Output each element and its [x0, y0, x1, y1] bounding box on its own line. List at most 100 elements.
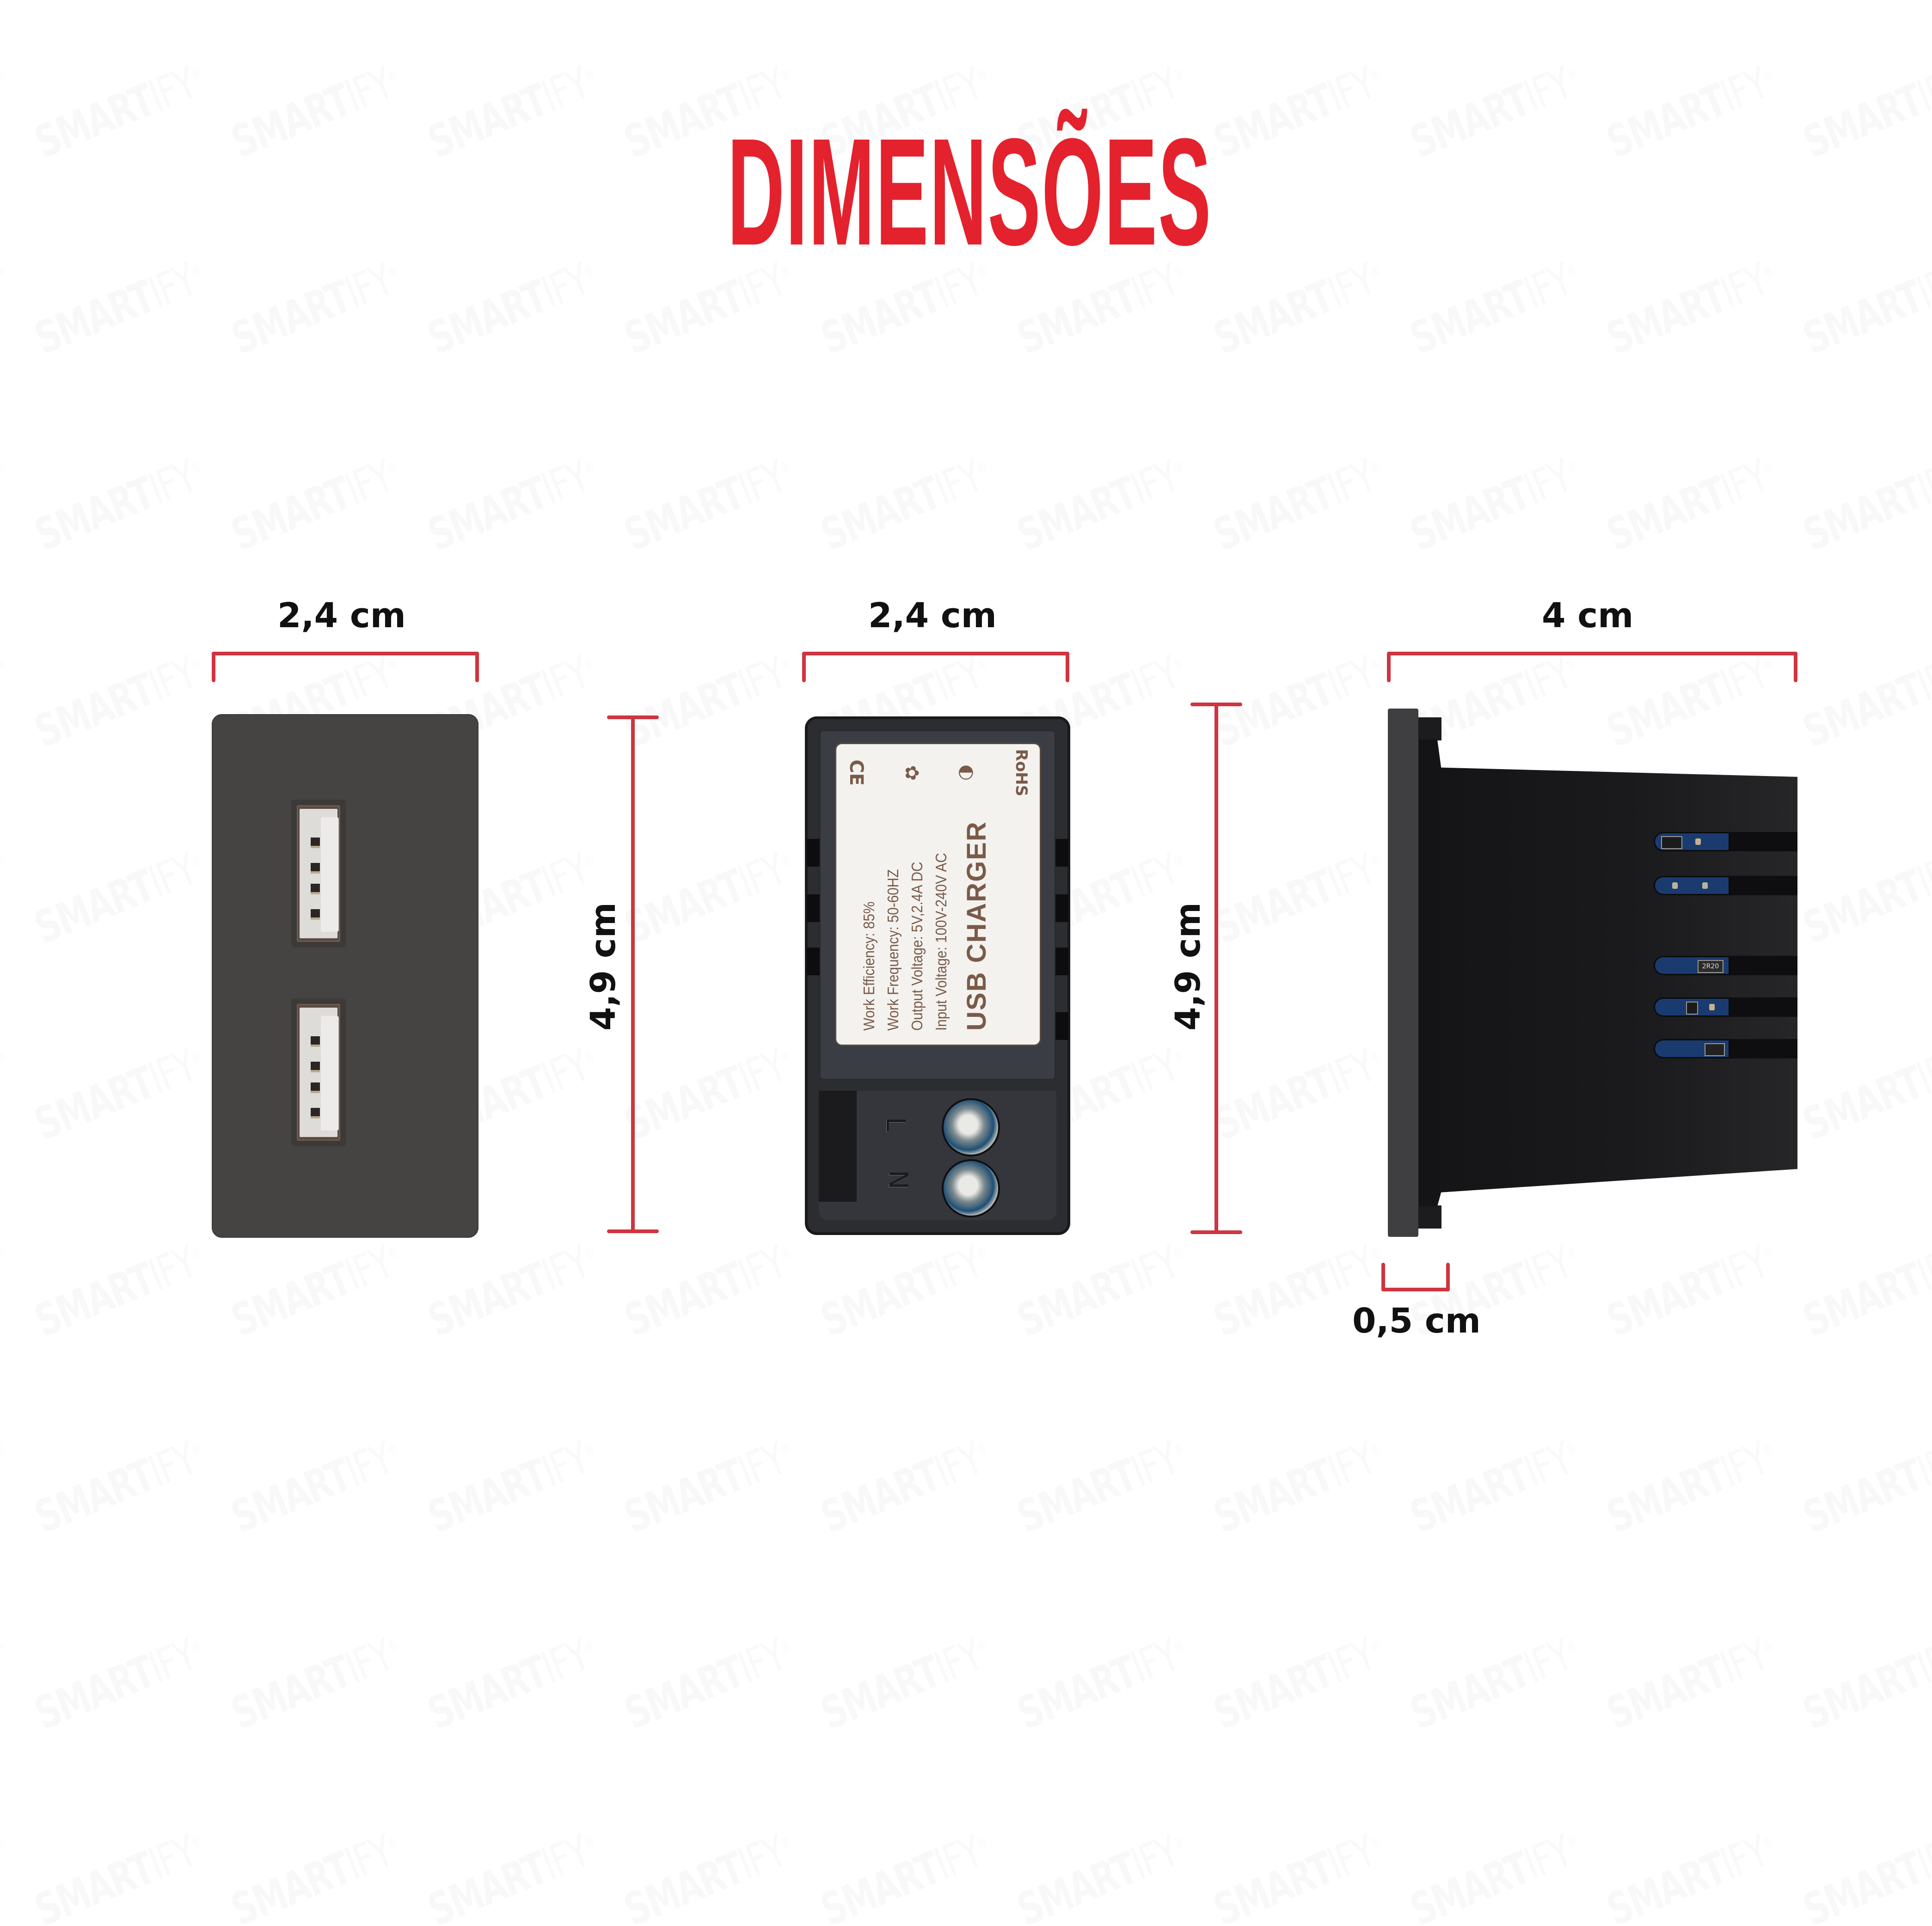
watermark-logo: SMARTIFY® — [421, 1822, 604, 1926]
watermark-logo: SMARTIFY® — [1796, 840, 1932, 954]
watermark-logo: SMARTIFY® — [1010, 1822, 1194, 1926]
watermark-logo: SMARTIFY® — [1207, 447, 1390, 561]
watermark-logo: SMARTIFY® — [28, 840, 211, 954]
watermark-logo: SMARTIFY® — [1403, 1429, 1587, 1543]
back-width-label: 2,4 cm — [868, 596, 997, 636]
certification-marks: CE ✿ ◐ RoHS — [836, 749, 1040, 796]
watermark-logo: SMARTIFY® — [28, 1233, 211, 1347]
watermark-logo: SMARTIFY® — [1796, 1429, 1932, 1543]
vent-rib — [1730, 956, 1797, 975]
watermark-logo: SMARTIFY® — [1207, 1429, 1390, 1543]
watermark-logo: SMARTIFY® — [1403, 447, 1587, 561]
side-clip-bottom — [1418, 1205, 1441, 1229]
watermark-logo: SMARTIFY® — [1796, 251, 1932, 365]
height-bracket-2 — [1190, 703, 1242, 1234]
watermark-logo: SMARTIFY® — [0, 54, 15, 168]
watermark-logo: SMARTIFY® — [224, 1429, 408, 1543]
watermark-logo: SMARTIFY® — [1010, 1429, 1194, 1543]
watermark-logo: SMARTIFY® — [421, 1429, 604, 1543]
watermark-logo: SMARTIFY® — [1600, 251, 1783, 365]
watermark-logo: SMARTIFY® — [814, 447, 997, 561]
watermark-logo: SMARTIFY® — [1600, 1626, 1783, 1740]
watermark-logo: SMARTIFY® — [1010, 1626, 1194, 1740]
spec-label: CE ✿ ◐ RoHS USB CHARGER Input Voltage: 1… — [836, 744, 1040, 1045]
label-heading: USB CHARGER — [962, 821, 992, 1031]
spec-efficiency: Work Efficiency: 85% — [860, 901, 877, 1031]
watermark-logo: SMARTIFY® — [28, 1036, 211, 1150]
rohs-mark: RoHS — [1012, 749, 1030, 797]
watermark-logo: SMARTIFY® — [1010, 447, 1194, 561]
vent-slot-5 — [1654, 1039, 1730, 1058]
vent-slot-1 — [1654, 832, 1730, 851]
watermark-logo: SMARTIFY® — [0, 840, 15, 954]
terminal-l-label: L — [880, 1117, 911, 1132]
spec-input-voltage: Input Voltage: 100V-240V AC — [932, 853, 950, 1031]
watermark-logo: SMARTIFY® — [814, 1822, 997, 1926]
watermark-logo: SMARTIFY® — [1796, 1233, 1932, 1347]
watermark-logo: SMARTIFY® — [0, 251, 15, 365]
terminal-block: L N — [819, 1091, 1056, 1220]
watermark-logo: SMARTIFY® — [617, 1626, 801, 1740]
vent-rib — [1730, 997, 1797, 1017]
screw-terminal-n-icon — [944, 1161, 998, 1216]
watermark-logo: SMARTIFY® — [1600, 1822, 1783, 1926]
watermark-logo: SMARTIFY® — [1796, 1036, 1932, 1150]
watermark-logo: SMARTIFY® — [28, 54, 211, 168]
usb-icon — [297, 805, 340, 942]
vent-slot-4 — [1654, 997, 1730, 1017]
watermark-logo: SMARTIFY® — [1796, 54, 1932, 168]
height-label-1: 4,9 cm — [583, 902, 623, 1031]
recycle-mark-icon: ✿ — [901, 765, 922, 781]
watermark-logo: SMARTIFY® — [1796, 1626, 1932, 1740]
watermark-logo: SMARTIFY® — [28, 1822, 211, 1926]
back-housing: CE ✿ ◐ RoHS USB CHARGER Input Voltage: 1… — [805, 716, 1070, 1235]
side-width-label: 4 cm — [1542, 596, 1634, 636]
watermark-logo: SMARTIFY® — [421, 1233, 604, 1347]
screw-terminal-l-icon — [944, 1100, 998, 1155]
watermark-logo: SMARTIFY® — [28, 447, 211, 561]
watermark-logo: SMARTIFY® — [1796, 643, 1932, 758]
pcb-marking: 2R20 — [1698, 960, 1723, 973]
watermark-logo: SMARTIFY® — [1600, 1429, 1783, 1543]
watermark-logo: SMARTIFY® — [0, 643, 15, 758]
ce-mark-icon: CE — [846, 759, 867, 786]
watermark-logo: SMARTIFY® — [1796, 447, 1932, 561]
watermark-logo: SMARTIFY® — [224, 1822, 408, 1926]
watermark-logo: SMARTIFY® — [224, 251, 408, 365]
page-title: DIMENSÕES — [727, 106, 1212, 277]
watermark-logo: SMARTIFY® — [617, 1233, 801, 1347]
watermark-logo: SMARTIFY® — [0, 1822, 15, 1926]
front-width-bracket — [212, 652, 479, 683]
depth-bracket — [1381, 1263, 1450, 1291]
watermark-logo: SMARTIFY® — [1796, 1822, 1932, 1926]
watermark-logo: SMARTIFY® — [224, 54, 408, 168]
usb-port-top — [291, 800, 346, 948]
front-plate — [212, 714, 478, 1238]
watermark-logo: SMARTIFY® — [224, 1233, 408, 1347]
usb-icon — [297, 1004, 340, 1141]
watermark-logo: SMARTIFY® — [28, 1626, 211, 1740]
watermark-logo: SMARTIFY® — [814, 1626, 997, 1740]
side-width-bracket — [1387, 652, 1797, 683]
eco-mark-icon: ◐ — [957, 764, 978, 781]
watermark-logo: SMARTIFY® — [814, 1233, 997, 1347]
watermark-logo: SMARTIFY® — [617, 1429, 801, 1543]
watermark-logo: SMARTIFY® — [1207, 1626, 1390, 1740]
watermark-logo: SMARTIFY® — [224, 447, 408, 561]
watermark-logo: SMARTIFY® — [1207, 1822, 1390, 1926]
height-bracket-1 — [607, 715, 659, 1233]
spec-frequency: Work Frequency: 50-60HZ — [884, 869, 902, 1031]
depth-label: 0,5 cm — [1352, 1301, 1481, 1341]
height-label-2: 4,9 cm — [1168, 902, 1208, 1031]
vent-slot-3: 2R20 — [1654, 956, 1730, 975]
watermark-logo: SMARTIFY® — [1403, 1822, 1587, 1926]
usb-port-bottom — [291, 998, 346, 1146]
watermark-logo: SMARTIFY® — [0, 1626, 15, 1740]
watermark-logo: SMARTIFY® — [224, 1626, 408, 1740]
vent-slot-2 — [1654, 876, 1730, 895]
watermark-logo: SMARTIFY® — [28, 1429, 211, 1543]
vent-rib — [1730, 1039, 1797, 1058]
watermark-logo: SMARTIFY® — [0, 1036, 15, 1150]
vent-rib — [1730, 832, 1797, 851]
watermark-logo: SMARTIFY® — [1403, 1626, 1587, 1740]
